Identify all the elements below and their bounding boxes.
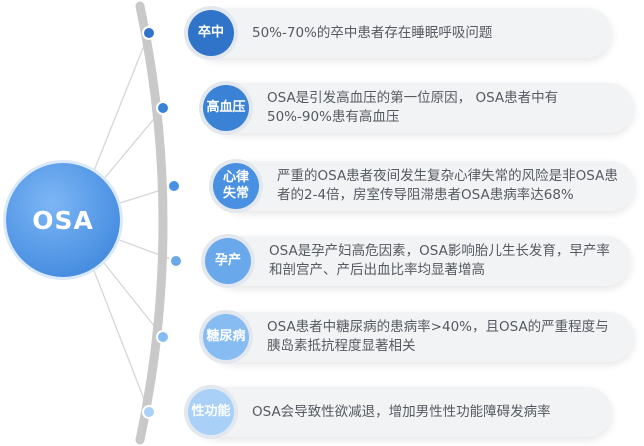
item-label-circle: 糖尿病	[203, 314, 249, 360]
item-label-circle: 心律失常	[213, 163, 259, 209]
item-label: 卒中	[197, 25, 224, 40]
item-label-circle: 性功能	[188, 389, 234, 435]
arc-dot	[142, 26, 156, 40]
arc-dot	[156, 330, 170, 344]
item-label: 孕产	[214, 253, 241, 268]
arc-dot	[156, 101, 170, 115]
item-text: 50%-70%的卒中患者存在睡眠呼吸问题	[252, 24, 493, 41]
curved-arc	[135, 1, 168, 445]
item-label: 糖尿病	[206, 329, 246, 344]
item-text: 严重的OSA患者夜间发生复杂心律失常的风险是非OSA患者的2-4倍，房室传导阻滞…	[277, 168, 618, 203]
item-text: OSA会导致性欲减退，增加男性性功能障碍发病率	[252, 403, 551, 420]
item-text: OSA是孕产妇高危因素，OSA影响胎儿生长发育，早产率和剖宫产、产后出血比率均显…	[269, 243, 610, 278]
spoke-line	[92, 248, 164, 338]
arc-dot	[167, 179, 181, 193]
item-card: 严重的OSA患者夜间发生复杂心律失常的风险是非OSA患者的2-4倍，房室传导阻滞…	[219, 161, 635, 211]
item-label-circle: 卒中	[188, 10, 234, 56]
item-card: OSA是引发高血压的第一位原因， OSA患者中有50%-90%患有高血压	[209, 83, 634, 133]
item-label: 性功能	[191, 404, 231, 419]
item-label: 高血压	[206, 100, 246, 115]
item-label: 心律失常	[222, 170, 249, 201]
item-label-circle: 高血压	[203, 85, 249, 131]
spoke-line	[92, 107, 164, 193]
item-card: OSA是孕产妇高危因素，OSA影响胎儿生长发育，早产率和剖宫产、产后出血比率均显…	[211, 236, 631, 286]
arc-dot	[142, 405, 156, 419]
spoke-line	[92, 267, 150, 413]
item-text: OSA是引发高血压的第一位原因， OSA患者中有50%-90%患有高血压	[267, 90, 559, 125]
item-text: OSA患者中糖尿病的患病率>40%，且OSA的严重程度与胰岛素抵抗程度显著相关	[267, 319, 609, 354]
item-card: 50%-70%的卒中患者存在睡眠呼吸问题	[194, 8, 612, 58]
center-label: OSA	[32, 205, 94, 235]
item-label-circle: 孕产	[205, 238, 251, 284]
item-card: OSA患者中糖尿病的患病率>40%，且OSA的严重程度与胰岛素抵抗程度显著相关	[209, 312, 634, 362]
arc-dot	[169, 254, 183, 268]
spoke-line	[92, 32, 150, 174]
center-osa-circle: OSA	[6, 163, 120, 277]
item-card: OSA会导致性欲减退，增加男性性功能障碍发病率	[194, 387, 612, 437]
